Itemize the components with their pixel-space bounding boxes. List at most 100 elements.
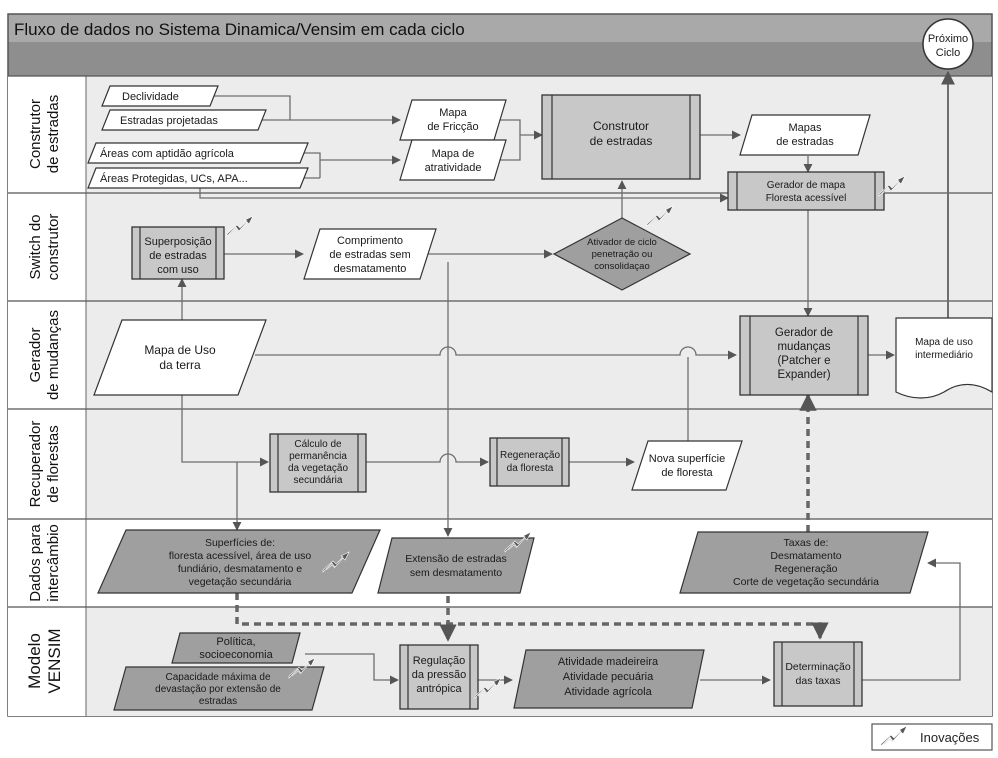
svg-text:Gerador de: Gerador de: [775, 327, 833, 339]
node-regulacao-pressao: Regulação da pressão antrópica: [399, 644, 479, 710]
svg-text:de estradas: de estradas: [590, 134, 653, 148]
svg-text:com uso: com uso: [157, 264, 199, 276]
svg-text:Áreas com aptidão agrícola: Áreas com aptidão agrícola: [100, 147, 235, 160]
svg-text:estradas: estradas: [199, 696, 237, 707]
next-cycle-label-1: Próximo: [928, 33, 968, 45]
svg-text:Mapa de Uso: Mapa de Uso: [144, 343, 216, 357]
svg-text:intercâmbio: intercâmbio: [45, 524, 62, 602]
svg-text:de Fricção: de Fricção: [427, 121, 478, 133]
svg-text:Ativador de ciclo: Ativador de ciclo: [587, 237, 657, 248]
svg-text:Nova superfície: Nova superfície: [649, 453, 725, 465]
svg-text:Floresta acessível: Floresta acessível: [766, 193, 847, 204]
dashed-connectors: [235, 393, 829, 642]
svg-text:floresta acessível, área de us: floresta acessível, área de uso: [169, 550, 312, 562]
svg-text:secundária: secundária: [294, 475, 343, 486]
next-cycle-label-2: Ciclo: [936, 47, 960, 59]
node-mapa-friccao: Mapa de Fricção: [399, 99, 507, 141]
svg-text:Switch do: Switch do: [27, 214, 44, 279]
svg-text:Recuperador: Recuperador: [27, 421, 44, 508]
svg-text:Capacidade máxima de: Capacidade máxima de: [165, 672, 270, 683]
title-band: [8, 14, 992, 42]
node-mapa-uso-intermediario: Mapa de uso intermediário: [895, 317, 993, 399]
svg-text:Construtor: Construtor: [593, 119, 649, 133]
diagram-title: Fluxo de dados no Sistema Dinamica/Vensi…: [14, 20, 465, 39]
node-comprimento-estradas: Comprimento de estradas sem desmatamento: [303, 228, 437, 280]
svg-text:vegetação secundária: vegetação secundária: [189, 576, 292, 588]
svg-text:Mapa: Mapa: [439, 107, 467, 119]
node-extensao-estradas: Extensão de estradas sem desmatamento: [377, 537, 535, 594]
svg-text:de estradas: de estradas: [776, 136, 834, 148]
svg-text:consolidaçao: consolidaçao: [594, 261, 649, 272]
svg-text:Áreas Protegidas, UCs, APA...: Áreas Protegidas, UCs, APA...: [100, 172, 248, 185]
svg-text:Extensão de estradas: Extensão de estradas: [405, 553, 507, 565]
lane-label-construtor: Construtor de estradas: [27, 95, 62, 173]
legend-label: Inovações: [920, 730, 980, 745]
node-construtor-estradas: Construtor de estradas: [541, 94, 701, 180]
node-capacidade-maxima: Capacidade máxima de devastação por exte…: [113, 666, 325, 711]
svg-text:Regeneração: Regeneração: [500, 450, 560, 461]
node-mapa-uso-terra: Mapa de Uso da terra: [93, 319, 267, 396]
svg-text:Atividade agrícola: Atividade agrícola: [564, 686, 652, 698]
svg-text:Superposição: Superposição: [144, 236, 211, 248]
svg-text:da vegetação: da vegetação: [288, 463, 348, 474]
node-superposicao: Superposição de estradas com uso: [131, 226, 225, 280]
node-gerador-mudancas: Gerador de mudanças (Patcher e Expander): [739, 315, 869, 396]
node-taxas-de: Taxas de: Desmatamento Regeneração Corte…: [679, 531, 929, 594]
node-declividade: Declividade: [101, 85, 219, 107]
svg-text:da pressão: da pressão: [412, 669, 466, 681]
node-atividades: Atividade madeireira Atividade pecuária …: [513, 649, 705, 709]
svg-text:Mapa de: Mapa de: [432, 148, 475, 160]
lane-label-dados: Dados para intercâmbio: [27, 524, 62, 602]
connectors: [177, 70, 961, 685]
svg-text:atratividade: atratividade: [425, 162, 482, 174]
svg-text:penetração ou: penetração ou: [592, 249, 653, 260]
svg-text:intermediário: intermediário: [915, 350, 973, 361]
svg-text:sem desmatamento: sem desmatamento: [410, 567, 502, 579]
svg-text:das taxas: das taxas: [796, 675, 841, 687]
svg-text:Determinação: Determinação: [785, 661, 851, 673]
svg-text:da terra: da terra: [159, 358, 201, 372]
svg-text:Dados para: Dados para: [27, 524, 44, 602]
svg-text:Atividade pecuária: Atividade pecuária: [563, 671, 654, 683]
svg-text:Mapas: Mapas: [788, 122, 822, 134]
svg-text:Superfícies de:: Superfícies de:: [205, 537, 275, 549]
svg-text:permanência: permanência: [289, 451, 347, 462]
lane-label-column: [8, 76, 86, 716]
svg-text:de mudanças: de mudanças: [45, 310, 62, 400]
svg-text:da floresta: da floresta: [507, 463, 554, 474]
svg-text:Declividade: Declividade: [122, 91, 179, 103]
svg-text:Taxas de:: Taxas de:: [784, 537, 829, 549]
svg-text:de florestas: de florestas: [45, 425, 62, 503]
svg-text:mudanças: mudanças: [777, 341, 830, 353]
svg-text:Gerador: Gerador: [27, 327, 44, 382]
svg-text:Modelo: Modelo: [25, 633, 44, 689]
node-estradas-projetadas: Estradas projetadas: [101, 109, 267, 131]
svg-text:de estradas sem: de estradas sem: [329, 249, 410, 261]
svg-text:Cálculo de: Cálculo de: [294, 439, 342, 450]
svg-text:construtor: construtor: [45, 214, 62, 281]
svg-text:Gerador de mapa: Gerador de mapa: [767, 180, 846, 191]
next-cycle-circle: [922, 18, 974, 70]
node-politica: Política, socioeconomia: [171, 632, 301, 664]
svg-text:Estradas projetadas: Estradas projetadas: [120, 115, 218, 127]
svg-text:(Patcher e: (Patcher e: [777, 355, 830, 367]
lane-label-gerador: Gerador de mudanças: [27, 310, 62, 400]
svg-text:antrópica: antrópica: [416, 683, 462, 695]
node-ativador-ciclo: Ativador de ciclo penetração ou consolid…: [552, 217, 692, 291]
svg-text:socioeconomia: socioeconomia: [199, 649, 273, 661]
lane-label-switch: Switch do construtor: [27, 214, 62, 281]
node-mapa-atratividade: Mapa de atratividade: [399, 139, 507, 181]
svg-text:fundiário, desmatamento e: fundiário, desmatamento e: [178, 563, 302, 575]
node-areas-aptidao: Áreas com aptidão agrícola: [87, 142, 309, 164]
svg-text:Expander): Expander): [777, 369, 830, 381]
header-band: [8, 42, 992, 76]
svg-text:desmatamento: desmatamento: [334, 263, 407, 275]
svg-text:VENSIM: VENSIM: [45, 628, 64, 693]
svg-text:Política,: Política,: [216, 636, 255, 648]
legend: Inovações: [871, 723, 993, 751]
svg-text:de estradas: de estradas: [45, 95, 62, 173]
svg-text:Mapa de uso: Mapa de uso: [915, 337, 973, 348]
svg-text:Atividade madeireira: Atividade madeireira: [558, 656, 659, 668]
